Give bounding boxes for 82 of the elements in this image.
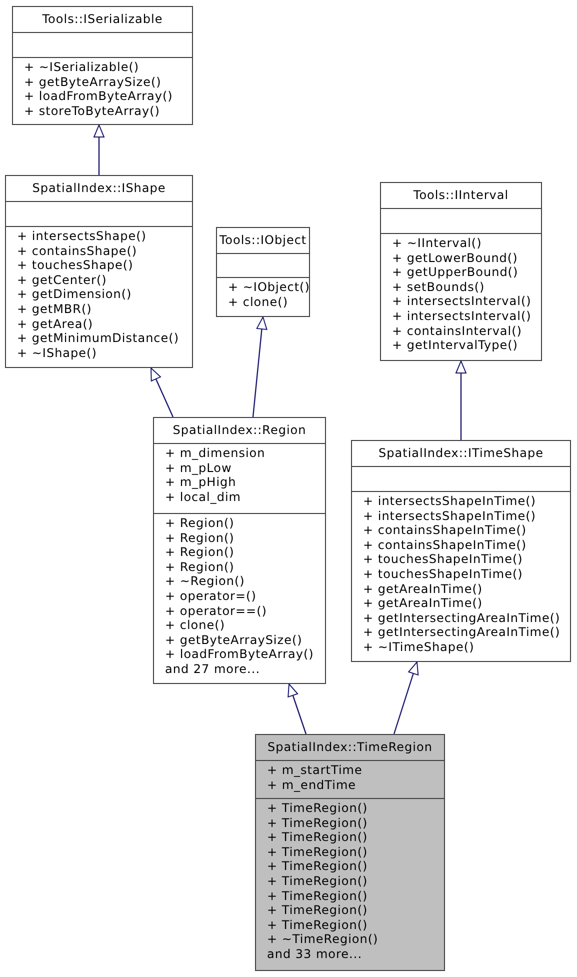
method-entry: + getDimension() [17, 287, 132, 302]
method-entry: + getIntervalType() [392, 338, 518, 353]
class-name: Tools::IInterval [413, 188, 509, 203]
class-box [216, 227, 310, 317]
attribute-entry: + m_startTime [267, 763, 362, 778]
method-entry: + getCenter() [17, 272, 107, 288]
method-entry: + loadFromByteArray() [165, 647, 314, 662]
class-name: Tools::IObject [219, 233, 307, 248]
class-box [255, 734, 445, 971]
attribute-entry: + local_dim [165, 490, 241, 504]
method-entry: + setBounds() [392, 280, 485, 294]
method-entry: + operator=() [165, 588, 256, 604]
method-entry: + TimeRegion() [267, 918, 368, 932]
attribute-entry: + m_pLow [165, 460, 232, 476]
method-entry: + Region() [165, 516, 234, 531]
method-entry: + containsShapeInTime() [363, 523, 527, 538]
method-entry: + getByteArraySize() [165, 632, 302, 648]
class-box [5, 175, 193, 368]
class-box [351, 440, 571, 662]
method-entry: + TimeRegion() [267, 888, 368, 904]
class-box [153, 417, 326, 684]
method-entry: + getLowerBound() [392, 250, 518, 266]
method-entry: + getMinimumDistance() [17, 331, 180, 346]
method-entry: + intersectsShape() [17, 229, 146, 244]
method-entry: + Region() [165, 545, 234, 560]
method-entry: + getByteArraySize() [24, 74, 162, 90]
attribute-entry: + m_endTime [267, 778, 356, 792]
method-entry: + intersectsInterval() [392, 308, 532, 324]
method-entry: + TimeRegion() [267, 859, 368, 874]
inheritance-arrow [393, 662, 419, 734]
method-entry: + ~ISerializable() [24, 60, 140, 75]
method-entry: + intersectsShapeInTime() [363, 494, 536, 509]
inheritance-arrow [456, 360, 466, 440]
class-box [380, 182, 542, 361]
method-entry: and 33 more... [267, 946, 362, 962]
method-entry: + ~TimeRegion() [267, 932, 378, 947]
method-entry: + TimeRegion() [267, 844, 368, 860]
method-entry: and 27 more... [165, 662, 260, 677]
inheritance-arrow [252, 316, 268, 418]
method-entry: + TimeRegion() [267, 816, 368, 830]
method-entry: + touchesShapeInTime() [363, 566, 523, 582]
class-name: SpatialIndex::TimeRegion [268, 740, 432, 755]
method-entry: + TimeRegion() [267, 903, 368, 918]
class-box [12, 6, 193, 125]
method-entry: + operator==() [165, 604, 267, 618]
method-entry: + getIntersectingAreaInTime() [363, 610, 560, 626]
method-entry: + intersectsShapeInTime() [363, 508, 536, 524]
method-entry: + containsShapeInTime() [363, 538, 527, 552]
method-entry: + getAreaInTime() [363, 582, 483, 596]
method-entry: + touchesShapeInTime() [363, 552, 523, 567]
attribute-entry: + m_dimension [165, 446, 266, 461]
attribute-entry: + m_pHigh [165, 475, 236, 490]
method-entry: + ~Region() [165, 574, 245, 589]
method-entry: + TimeRegion() [267, 874, 368, 889]
method-entry: + ~IObject() [228, 280, 310, 295]
method-entry: + ~ITimeShape() [363, 640, 474, 655]
method-entry: + TimeRegion() [267, 801, 368, 816]
method-entry: + ~IInterval() [392, 236, 482, 251]
method-entry: + containsShape() [17, 244, 138, 258]
method-entry: + intersectsInterval() [392, 294, 532, 309]
method-entry: + getMBR() [17, 302, 92, 317]
method-entry: + loadFromByteArray() [24, 89, 173, 104]
class-name: Tools::ISerializable [42, 12, 163, 27]
inheritance-arrow [150, 368, 174, 418]
method-entry: + clone() [165, 618, 225, 633]
method-entry: + Region() [165, 530, 234, 546]
class-name: SpatialIndex::ITimeShape [378, 446, 544, 461]
method-entry: + clone() [228, 294, 288, 310]
method-entry: + ~IShape() [17, 346, 97, 360]
inheritance-arrow [94, 124, 104, 175]
method-entry: + containsInterval() [392, 324, 522, 338]
method-entry: + TimeRegion() [267, 830, 368, 845]
method-entry: + storeToByteArray() [24, 104, 160, 118]
inheritance-arrow [288, 684, 307, 734]
method-entry: + getAreaInTime() [363, 596, 483, 611]
method-entry: + getArea() [17, 316, 94, 332]
method-entry: + getUpperBound() [392, 265, 518, 280]
method-entry: + getIntersectingAreaInTime() [363, 625, 560, 640]
method-entry: + Region() [165, 560, 234, 574]
class-name: SpatialIndex::Region [172, 423, 306, 438]
class-name: SpatialIndex::IShape [32, 181, 166, 196]
method-entry: + touchesShape() [17, 258, 134, 273]
